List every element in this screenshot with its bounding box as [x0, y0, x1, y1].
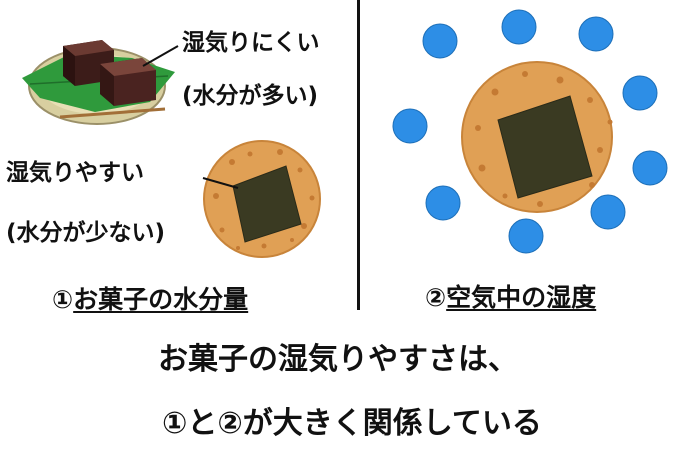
caption-panel2: ②空気中の湿度 — [425, 285, 596, 310]
senbei-cracker-illustration — [461, 61, 613, 213]
water-droplets — [392, 9, 668, 254]
water-droplet-icon — [590, 194, 626, 230]
water-droplet-icon — [422, 23, 458, 59]
water-droplet-icon — [425, 185, 461, 221]
water-droplet-icon — [578, 16, 614, 52]
label-hard-to-moisten: 湿気りにくい — [182, 30, 320, 56]
senbei-cracker-small — [203, 140, 321, 258]
water-droplet-icon — [501, 9, 537, 45]
water-droplet-icon — [622, 75, 658, 111]
yokan-plate-illustration — [22, 40, 175, 125]
conclusion-line-1: お菓子の湿気りやすさは、 — [158, 342, 518, 377]
pointer-line-hard — [142, 45, 179, 67]
water-droplet-icon — [632, 150, 668, 186]
water-droplet-icon — [508, 218, 544, 254]
label-easy-sub: (水分が少ない) — [6, 220, 166, 246]
caption-panel1: ①お菓子の水分量 — [52, 287, 248, 312]
label-easy-to-moisten: 湿気りやすい — [6, 160, 144, 186]
label-hard-sub: (水分が多い) — [182, 83, 319, 109]
caption-panel2-text: 空気中の湿度 — [446, 283, 597, 312]
caption-panel1-number: ① — [52, 285, 74, 314]
panel-divider — [357, 0, 360, 310]
caption-panel1-text: お菓子の水分量 — [73, 285, 249, 314]
pointer-line-easy — [202, 177, 239, 189]
water-droplet-icon — [392, 108, 428, 144]
caption-panel2-number: ② — [425, 283, 447, 312]
conclusion-line-2: ①と②が大きく関係している — [162, 406, 542, 441]
